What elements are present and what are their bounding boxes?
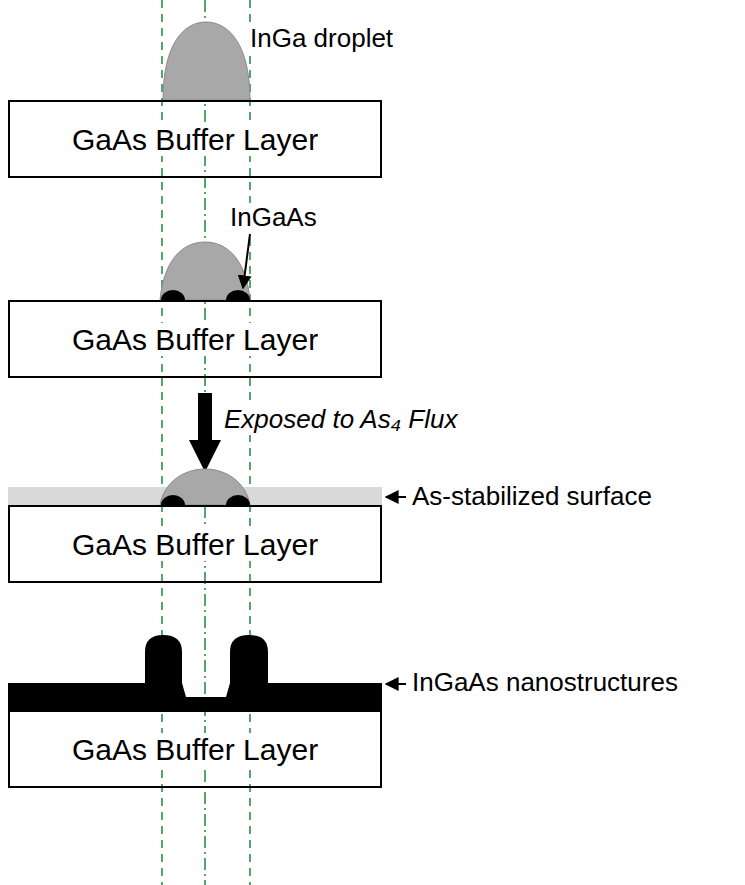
buffer-layer-box: GaAs Buffer Layer [8,710,382,788]
ingа-droplet [160,242,250,300]
annotation-label: InGaAs nanostructures [410,668,680,698]
layer-label: GaAs Buffer Layer [70,528,320,561]
layer-label: GaAs Buffer Layer [70,123,320,156]
ingaas-nanostructures [8,635,382,710]
process-arrow [198,393,212,441]
ingа-droplet [163,22,250,100]
buffer-layer-box: GaAs Buffer Layer [8,100,382,178]
buffer-layer-box: GaAs Buffer Layer [8,505,382,583]
annotation-label: InGa droplet [248,24,395,54]
ingaas-ring [226,290,250,300]
leader-arrow [386,496,406,498]
buffer-layer-box: GaAs Buffer Layer [8,300,382,378]
layer-label: GaAs Buffer Layer [70,323,320,356]
process-arrow [189,440,221,472]
ingaas-ring [226,495,250,505]
ingaas-ring [161,495,185,505]
ingа-droplet [160,469,250,505]
leader-arrow [386,683,406,685]
annotation-label: InGaAs [228,203,319,233]
layer-label: GaAs Buffer Layer [70,733,320,766]
leader-arrow [243,234,250,288]
ingaas-ring [161,290,185,300]
annotation-label: Exposed to As₄ Flux [222,405,459,435]
annotation-label: As-stabilized surface [410,482,654,512]
